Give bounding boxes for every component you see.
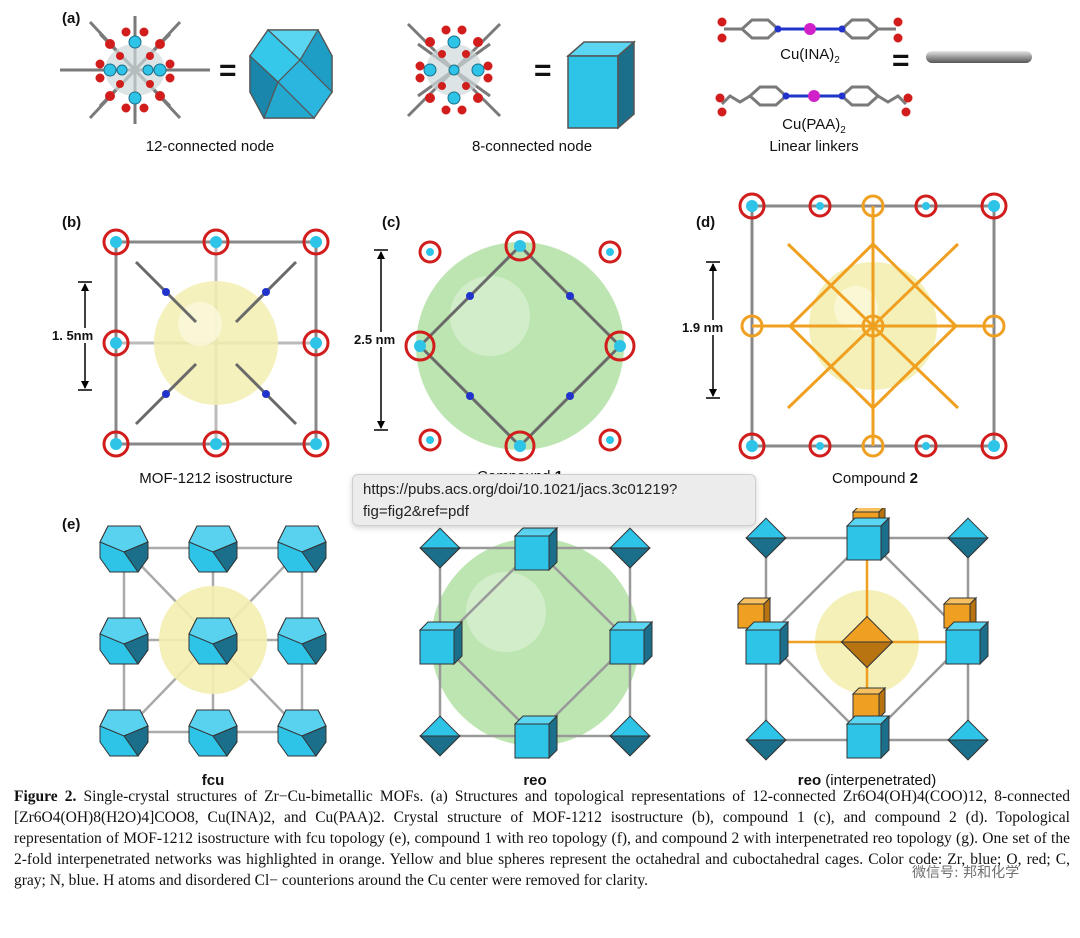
equals-sign-3: = (892, 44, 910, 77)
node-12-connected-label: 12-connected node (145, 138, 275, 155)
mof-1212-crystal-structure (102, 228, 330, 458)
cu-ina2-label-base: Cu(INA) (780, 46, 835, 63)
node-8-connected-label: 8-connected node (471, 138, 593, 155)
caption-f: reo (523, 772, 547, 789)
cuboctahedron-polyhedron (249, 28, 333, 120)
linear-linkers-label: Linear linkers (769, 138, 859, 155)
zr-cluster-8-connected-structure (406, 22, 502, 118)
caption-d-base: Compound (832, 470, 910, 487)
caption-c: Compound 1 (400, 468, 640, 476)
figure-caption-label: Figure 2. (14, 788, 77, 805)
compound-1-crystal-structure (404, 230, 636, 462)
cu-paa2-linker-structure (715, 85, 913, 117)
orange-cube-nodes (736, 508, 978, 720)
panel-label-d: (d) (696, 214, 716, 231)
tooltip-url-line-1: https://pubs.acs.org/doi/10.1021/jacs.3c… (363, 481, 678, 498)
equals-sign-1: = (219, 54, 237, 87)
dimension-label-c: 2.5 nm (354, 332, 396, 347)
panel-label-c: (c) (382, 214, 401, 231)
panel-label-e: (e) (62, 516, 81, 533)
reo-topology-net (418, 526, 654, 760)
dimension-label-d: 1.9 nm (682, 320, 724, 335)
dimension-label-b: 1. 5nm (52, 328, 94, 343)
panel-label-a: (a) (62, 10, 81, 27)
reo-cube-nodes (418, 526, 654, 760)
caption-e: fcu (201, 772, 225, 789)
compound-2-crystal-structure (738, 192, 1008, 460)
caption-d: Compound 2 (760, 470, 990, 487)
cu-ina2-linker-structure (717, 17, 903, 43)
cu-paa2-label-subscript: 2 (840, 125, 846, 136)
cu-ina2-label: Cu(INA)2 (740, 46, 880, 66)
wechat-watermark: 微信号: 邦和化学 (912, 865, 1020, 881)
figure-caption-title: Single-crystal structures of Zr−Cu-bimet… (76, 788, 424, 805)
reo-interpenetrated-topology-net (736, 508, 990, 761)
fcu-node-polyhedra (99, 525, 327, 757)
tooltip-url-line-2: fig=fig2&ref=pdf (363, 503, 469, 520)
caption-g: reo (interpenetrated) (736, 772, 998, 789)
caption-c-bold: 1 (555, 468, 563, 476)
caption-d-bold: 2 (909, 470, 918, 487)
equals-sign-2: = (534, 54, 552, 87)
cu-ina2-label-subscript: 2 (834, 55, 840, 66)
fcu-topology-net (99, 525, 327, 757)
panel-label-b: (b) (62, 214, 82, 231)
cu-paa2-label-base: Cu(PAA) (782, 116, 841, 133)
caption-c-base: Compound (477, 468, 555, 476)
cu-paa2-label: Cu(PAA)2 (744, 116, 884, 136)
caption-g-bold: reo (797, 772, 822, 789)
figure-caption: Figure 2. Single-crystal structures of Z… (14, 786, 1070, 891)
figure-caption-body: (a) Structures and topological represent… (14, 788, 1070, 889)
caption-b: MOF-1212 isostructure (139, 470, 293, 487)
zr-cluster-12-connected-structure (60, 16, 210, 124)
caption-g-rest: (interpenetrated) (821, 772, 937, 789)
cuboid-polyhedron (566, 40, 636, 130)
blue-cube-nodes (744, 516, 990, 761)
link-tooltip[interactable]: https://pubs.acs.org/doi/10.1021/jacs.3c… (352, 474, 756, 526)
linear-linker-rod (926, 51, 1032, 63)
